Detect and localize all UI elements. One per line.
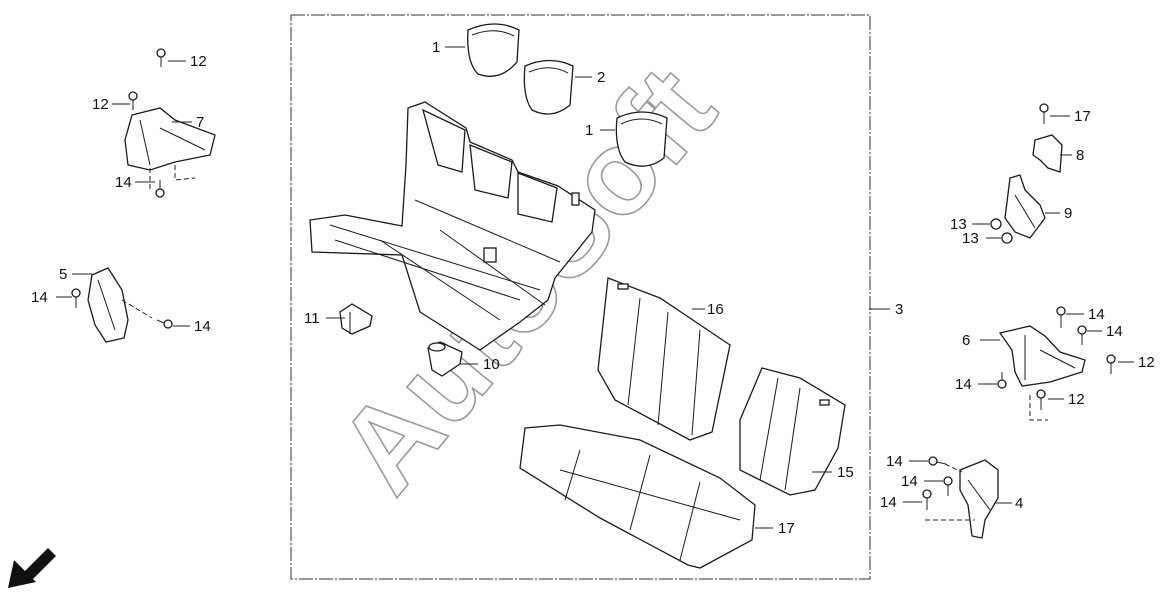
callout-14-right-3: 14: [955, 376, 972, 393]
callout-14-right-2: 14: [1106, 323, 1123, 340]
callout-17-cushion: 17: [778, 520, 795, 537]
bolt-14-right-3[interactable]: [997, 372, 1007, 389]
bracket-11[interactable]: [339, 303, 373, 335]
seat-back-panel-15[interactable]: [739, 367, 846, 496]
callout-1-middle: 1: [585, 122, 593, 139]
bolt-17-right[interactable]: [1039, 103, 1049, 124]
bolt-14-right-5[interactable]: [943, 476, 953, 496]
leader-lines: [56, 46, 1134, 529]
bolt-12-mid-left[interactable]: [128, 91, 138, 110]
callout-13-a: 13: [950, 216, 967, 233]
nut-13-a[interactable]: [990, 218, 1002, 230]
cover-8[interactable]: [1032, 134, 1063, 173]
seat-back-assembly[interactable]: [309, 101, 596, 351]
seat-cushion-17[interactable]: [519, 424, 756, 569]
bolt-12-right-2[interactable]: [1036, 389, 1046, 410]
bolt-14-right-2[interactable]: [1077, 325, 1087, 345]
bolt-12-top-left[interactable]: [156, 48, 166, 67]
callout-14-left-1: 14: [115, 174, 132, 191]
callout-5: 5: [59, 266, 67, 283]
callout-4: 4: [1015, 495, 1023, 512]
callout-16: 16: [707, 301, 724, 318]
callout-12-top-left: 12: [190, 53, 207, 70]
callout-2: 2: [597, 69, 605, 86]
hinge-bracket-4[interactable]: [925, 459, 999, 539]
callout-11: 11: [304, 310, 320, 327]
seat-assembly-frame: [290, 14, 871, 580]
callout-1-top: 1: [432, 39, 440, 56]
front-direction-arrow-icon: [8, 548, 56, 588]
bolt-14-right-4[interactable]: [928, 456, 947, 466]
bolt-14-right-6[interactable]: [922, 489, 932, 510]
hinge-assembly-6[interactable]: [998, 325, 1086, 421]
callout-14-right-4: 14: [886, 453, 903, 470]
seat-back-panel-16[interactable]: [597, 277, 731, 441]
bracket-9[interactable]: [1004, 174, 1046, 239]
bolt-14-left-1[interactable]: [155, 180, 165, 198]
callout-12-right-1: 12: [1138, 354, 1155, 371]
callout-9: 9: [1064, 205, 1072, 222]
callout-17-right: 17: [1074, 108, 1091, 125]
headrest-2[interactable]: [523, 59, 574, 115]
bolt-14-right-1[interactable]: [1056, 306, 1066, 328]
callout-15: 15: [837, 464, 854, 481]
callout-6: 6: [962, 332, 970, 349]
callout-14-right-1: 14: [1088, 306, 1105, 323]
hinge-bracket-5[interactable]: [87, 267, 153, 343]
callout-14-right-6: 14: [880, 494, 897, 511]
callout-14-left-3: 14: [194, 318, 211, 335]
bolt-12-right-1[interactable]: [1106, 354, 1116, 374]
callout-14-right-5: 14: [901, 473, 918, 490]
headrest-1-middle[interactable]: [615, 111, 668, 167]
headrest-1-top[interactable]: [467, 23, 520, 77]
callout-14-left-2: 14: [31, 289, 48, 306]
callout-10: 10: [483, 356, 500, 373]
hinge-bracket-7[interactable]: [124, 107, 216, 190]
callout-3: 3: [895, 301, 903, 318]
callout-13-b: 13: [962, 230, 979, 247]
nut-13-b[interactable]: [1001, 232, 1013, 244]
callout-12-right-2: 12: [1068, 391, 1085, 408]
bolt-14-left-3[interactable]: [156, 319, 173, 329]
callout-8: 8: [1076, 147, 1084, 164]
bolt-14-left-2[interactable]: [71, 288, 81, 308]
callout-7: 7: [196, 114, 204, 131]
callout-12-mid-left: 12: [92, 96, 109, 113]
